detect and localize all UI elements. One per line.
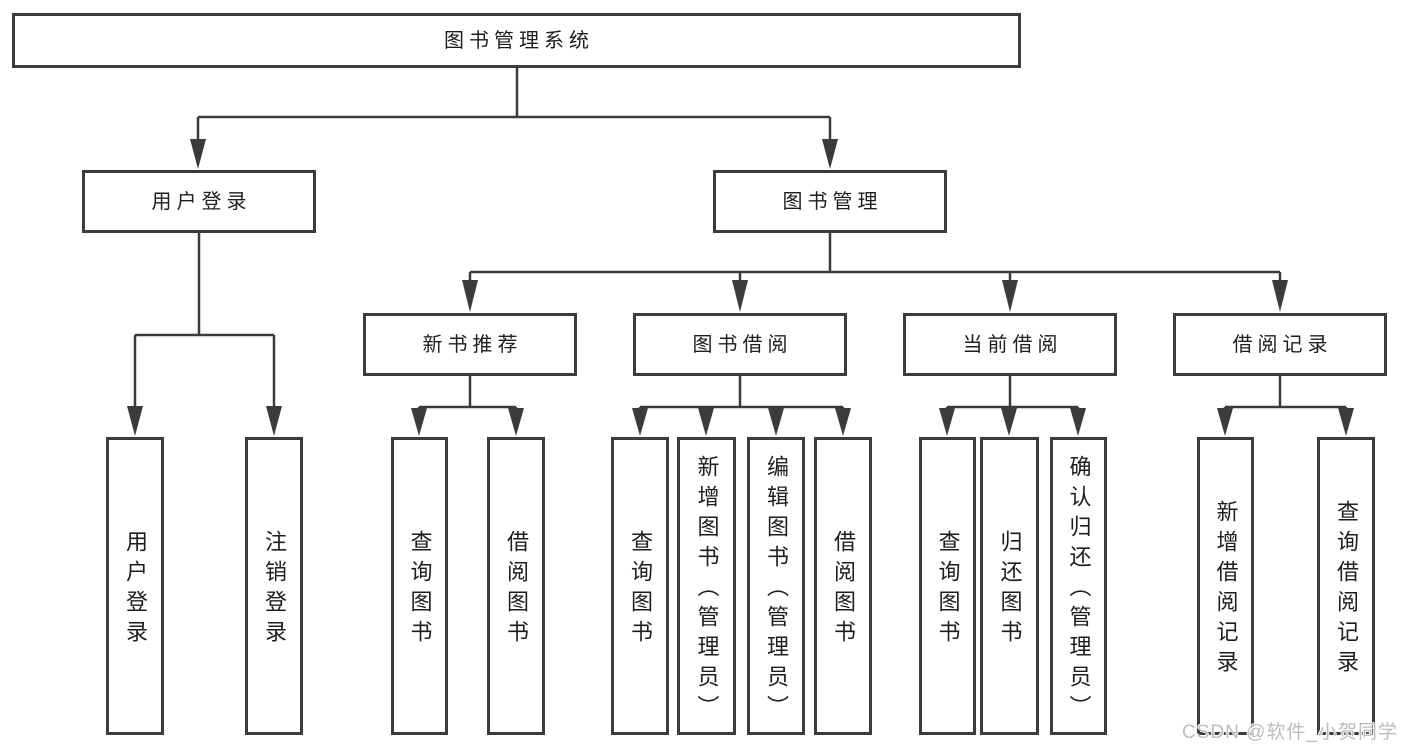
- leaf-borrow-books-label: 借阅图书: [831, 530, 856, 650]
- csdn-watermark: CSDN @软件_小贺同学: [1182, 722, 1398, 743]
- arrowhead-icon: [939, 408, 955, 436]
- node-book-borrow: 图书借阅: [633, 313, 847, 376]
- node-borrow-records-label: 借阅记录: [1232, 333, 1333, 356]
- leaf-add-borrow-record: 新增借阅记录: [1197, 437, 1254, 735]
- connector-line: [417, 376, 518, 415]
- leaf-user-login-label: 用户登录: [123, 530, 148, 650]
- arrowhead-icon: [768, 408, 784, 436]
- arrowhead-icon: [835, 408, 851, 436]
- arrowhead-icon: [1338, 408, 1354, 436]
- connector-line: [1223, 376, 1348, 415]
- leaf-confirm-return-admin: 确认归还（管理员）: [1050, 437, 1107, 735]
- leaf-add-book-admin: 新增图书（管理员）: [677, 437, 736, 735]
- leaf-query-books-borrow-label: 查询图书: [628, 530, 653, 650]
- arrowhead-icon: [732, 280, 748, 312]
- connector-current-borrow-children: [939, 376, 1086, 436]
- leaf-confirm-return-admin-label: 确认归还（管理员）: [1066, 455, 1092, 725]
- arrowhead-icon: [1070, 408, 1086, 436]
- arrowhead-icon: [190, 139, 206, 169]
- arrowhead-icon: [1001, 408, 1017, 436]
- node-user-login-label: 用户登录: [151, 190, 252, 213]
- leaf-borrow-books-recommend-label: 借阅图书: [504, 530, 529, 650]
- arrowhead-icon: [127, 406, 143, 436]
- connector-line: [196, 68, 832, 148]
- node-user-login: 用户登录: [82, 170, 316, 233]
- node-library-system-label: 图书管理系统: [444, 29, 594, 52]
- leaf-logout-label: 注销登录: [262, 530, 287, 650]
- arrowhead-icon: [266, 406, 282, 436]
- leaf-query-books-recommend-label: 查询图书: [407, 530, 433, 650]
- connector-borrow-records-children: [1217, 376, 1354, 436]
- leaf-query-books-recommend: 查询图书: [391, 437, 448, 735]
- node-library-system: 图书管理系统: [12, 13, 1021, 68]
- arrowhead-icon: [1217, 408, 1233, 436]
- leaf-query-books-borrow: 查询图书: [611, 437, 669, 735]
- node-new-book-recommend: 新书推荐: [363, 313, 577, 376]
- connector-line: [133, 233, 276, 412]
- node-current-borrow: 当前借阅: [903, 313, 1117, 376]
- leaf-query-books-current-label: 查询图书: [935, 530, 961, 650]
- arrowhead-icon: [1002, 280, 1018, 312]
- leaf-borrow-books-recommend: 借阅图书: [487, 437, 545, 735]
- node-book-management-label: 图书管理: [782, 190, 883, 213]
- leaf-return-book-label: 归还图书: [997, 530, 1023, 650]
- leaf-borrow-books: 借阅图书: [814, 437, 872, 735]
- connector-root-to-level2: [190, 68, 838, 169]
- arrowhead-icon: [462, 280, 478, 312]
- leaf-query-books-current: 查询图书: [919, 437, 976, 735]
- leaf-logout: 注销登录: [245, 437, 303, 735]
- connector-book-borrow-children: [632, 376, 851, 436]
- connector-new-book-recommend-children: [411, 376, 524, 436]
- leaf-add-borrow-record-label: 新增借阅记录: [1213, 500, 1239, 680]
- arrowhead-icon: [508, 408, 524, 436]
- arrowhead-icon: [698, 408, 714, 436]
- arrowhead-icon: [411, 408, 427, 436]
- leaf-add-book-admin-label: 新增图书（管理员）: [694, 455, 720, 725]
- connector-line: [638, 376, 845, 415]
- connector-user-login-children: [127, 233, 282, 436]
- leaf-user-login: 用户登录: [106, 437, 164, 735]
- connector-book-management-children: [462, 233, 1288, 312]
- connector-line: [468, 233, 1282, 288]
- leaf-edit-book-admin-label: 编辑图书（管理员）: [764, 455, 789, 725]
- node-current-borrow-label: 当前借阅: [962, 333, 1063, 356]
- arrowhead-icon: [822, 139, 838, 169]
- node-book-management: 图书管理: [713, 170, 947, 233]
- node-borrow-records: 借阅记录: [1173, 313, 1387, 376]
- arrowhead-icon: [1272, 280, 1288, 312]
- leaf-query-borrow-record-label: 查询借阅记录: [1334, 500, 1359, 680]
- leaf-query-borrow-record: 查询借阅记录: [1317, 437, 1375, 735]
- node-new-book-recommend-label: 新书推荐: [422, 333, 523, 356]
- node-book-borrow-label: 图书借阅: [692, 333, 793, 356]
- arrowhead-icon: [632, 408, 648, 436]
- leaf-edit-book-admin: 编辑图书（管理员）: [747, 437, 805, 735]
- leaf-return-book: 归还图书: [980, 437, 1039, 735]
